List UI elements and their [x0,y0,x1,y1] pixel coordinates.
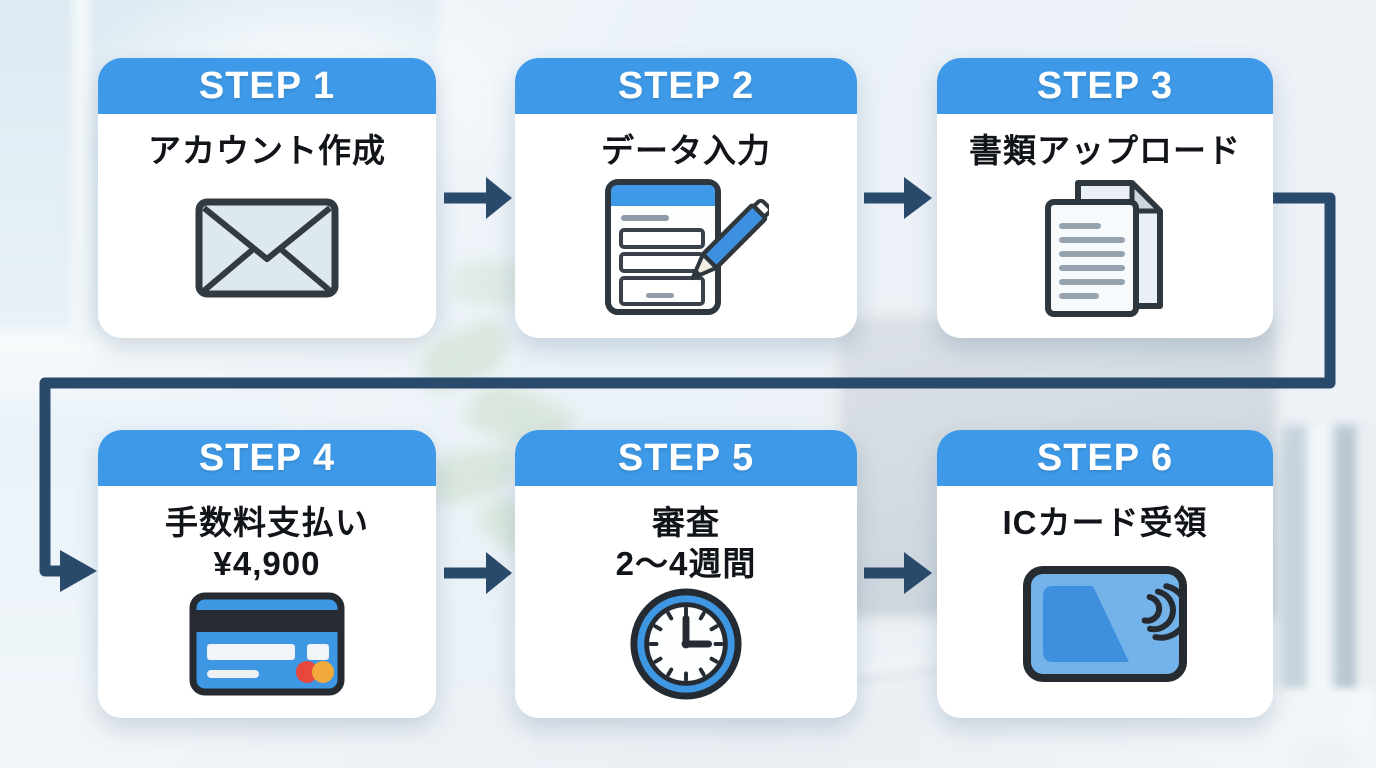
step-5-header: STEP 5 [515,430,857,486]
step-3-title: 書類アップロード [969,132,1241,169]
envelope-icon [195,198,339,298]
step-2-header: STEP 2 [515,58,857,114]
arrow-step5-to-step6 [864,552,932,594]
background-book [1360,425,1376,710]
background-book [1310,425,1332,710]
step-4-fee: ¥4,900 [213,545,321,583]
step-card-4: STEP 4 手数料支払い ¥4,900 [98,430,436,718]
step-1-title: アカウント作成 [148,132,386,169]
step-4-header: STEP 4 [98,430,436,486]
documents-icon [1045,179,1163,317]
background-book [1282,425,1308,710]
arrow-step3-to-step4 [39,192,1336,592]
step-card-5: STEP 5 審査 2〜4週間 [515,430,857,718]
ic-card-icon [1023,565,1187,682]
step-5-duration: 2〜4週間 [615,545,757,583]
arrow-step4-to-step5 [444,552,512,594]
background-book [1334,425,1358,710]
step-card-3: STEP 3 書類アップロード [937,58,1273,338]
step-6-header: STEP 6 [937,430,1273,486]
step-6-title: ICカード受領 [1002,504,1208,541]
step-3-header: STEP 3 [937,58,1273,114]
step-1-label: STEP 1 [198,64,336,107]
clock-icon [630,588,742,700]
step-card-6: STEP 6 ICカード受領 [937,430,1273,718]
credit-card-icon [189,592,345,696]
step-2-label: STEP 2 [617,64,755,107]
step-card-2: STEP 2 データ入力 [515,58,857,338]
step-4-label: STEP 4 [198,436,336,479]
step-6-label: STEP 6 [1036,436,1174,479]
arrow-step1-to-step2 [444,177,512,219]
step-4-title: 手数料支払い [165,504,369,541]
form-pen-icon [604,178,769,315]
step-2-title: データ入力 [601,132,771,169]
step-card-1: STEP 1 アカウント作成 [98,58,436,338]
arrow-step2-to-step3 [864,177,932,219]
step-3-label: STEP 3 [1036,64,1174,107]
step-1-header: STEP 1 [98,58,436,114]
step-5-label: STEP 5 [617,436,755,479]
background-mouse [1290,735,1360,768]
step-5-title: 審査 [652,504,720,541]
